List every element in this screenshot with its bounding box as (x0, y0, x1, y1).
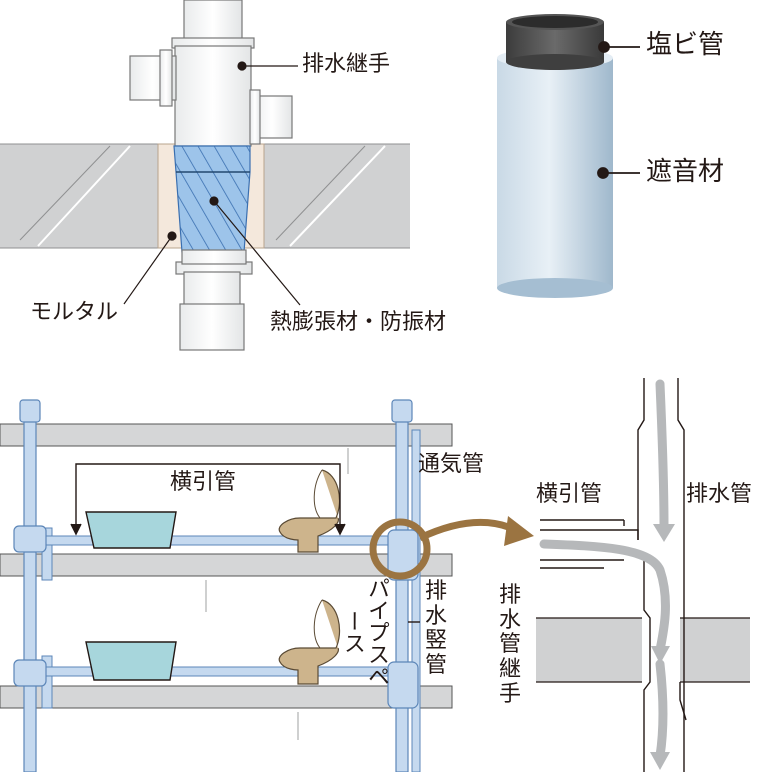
drain-joint-pipe (129, 0, 293, 147)
pvc-pipe-label: 塩ビ管 (646, 30, 725, 60)
pipe-space-label: パイプスペース (339, 577, 389, 687)
fixtures (85, 469, 341, 685)
horizontal-pipe-label-right: 横引管 (536, 482, 603, 507)
horizontal-pipe-label-left: 横引管 (170, 470, 237, 495)
horizontal-pipe-bracket (70, 463, 346, 536)
expansion-material-label: 熱膨張材・防振材 (270, 310, 447, 335)
leaders-top-right (597, 41, 640, 179)
drain-pipe-joint-label: 排水管継手 (498, 583, 521, 707)
callout-ring (369, 518, 431, 580)
joint-closeup (536, 378, 750, 772)
vent-pipe-label: 通気管 (418, 452, 485, 477)
insulated-pipe (497, 14, 613, 298)
lower-pipe (175, 249, 253, 351)
building-section (0, 423, 453, 740)
drain-stack-label: 排水竪管 (424, 579, 447, 678)
drain-pipe-label: 排水管 (686, 482, 753, 507)
insulation-label: 遮音材 (646, 157, 725, 187)
drain-joint-label: 排水継手 (302, 52, 391, 77)
mortar-label: モルタル (30, 300, 119, 325)
callout-arrow (418, 516, 534, 546)
horizontal-pipes (13, 525, 419, 709)
leaders-top-left (123, 61, 301, 306)
